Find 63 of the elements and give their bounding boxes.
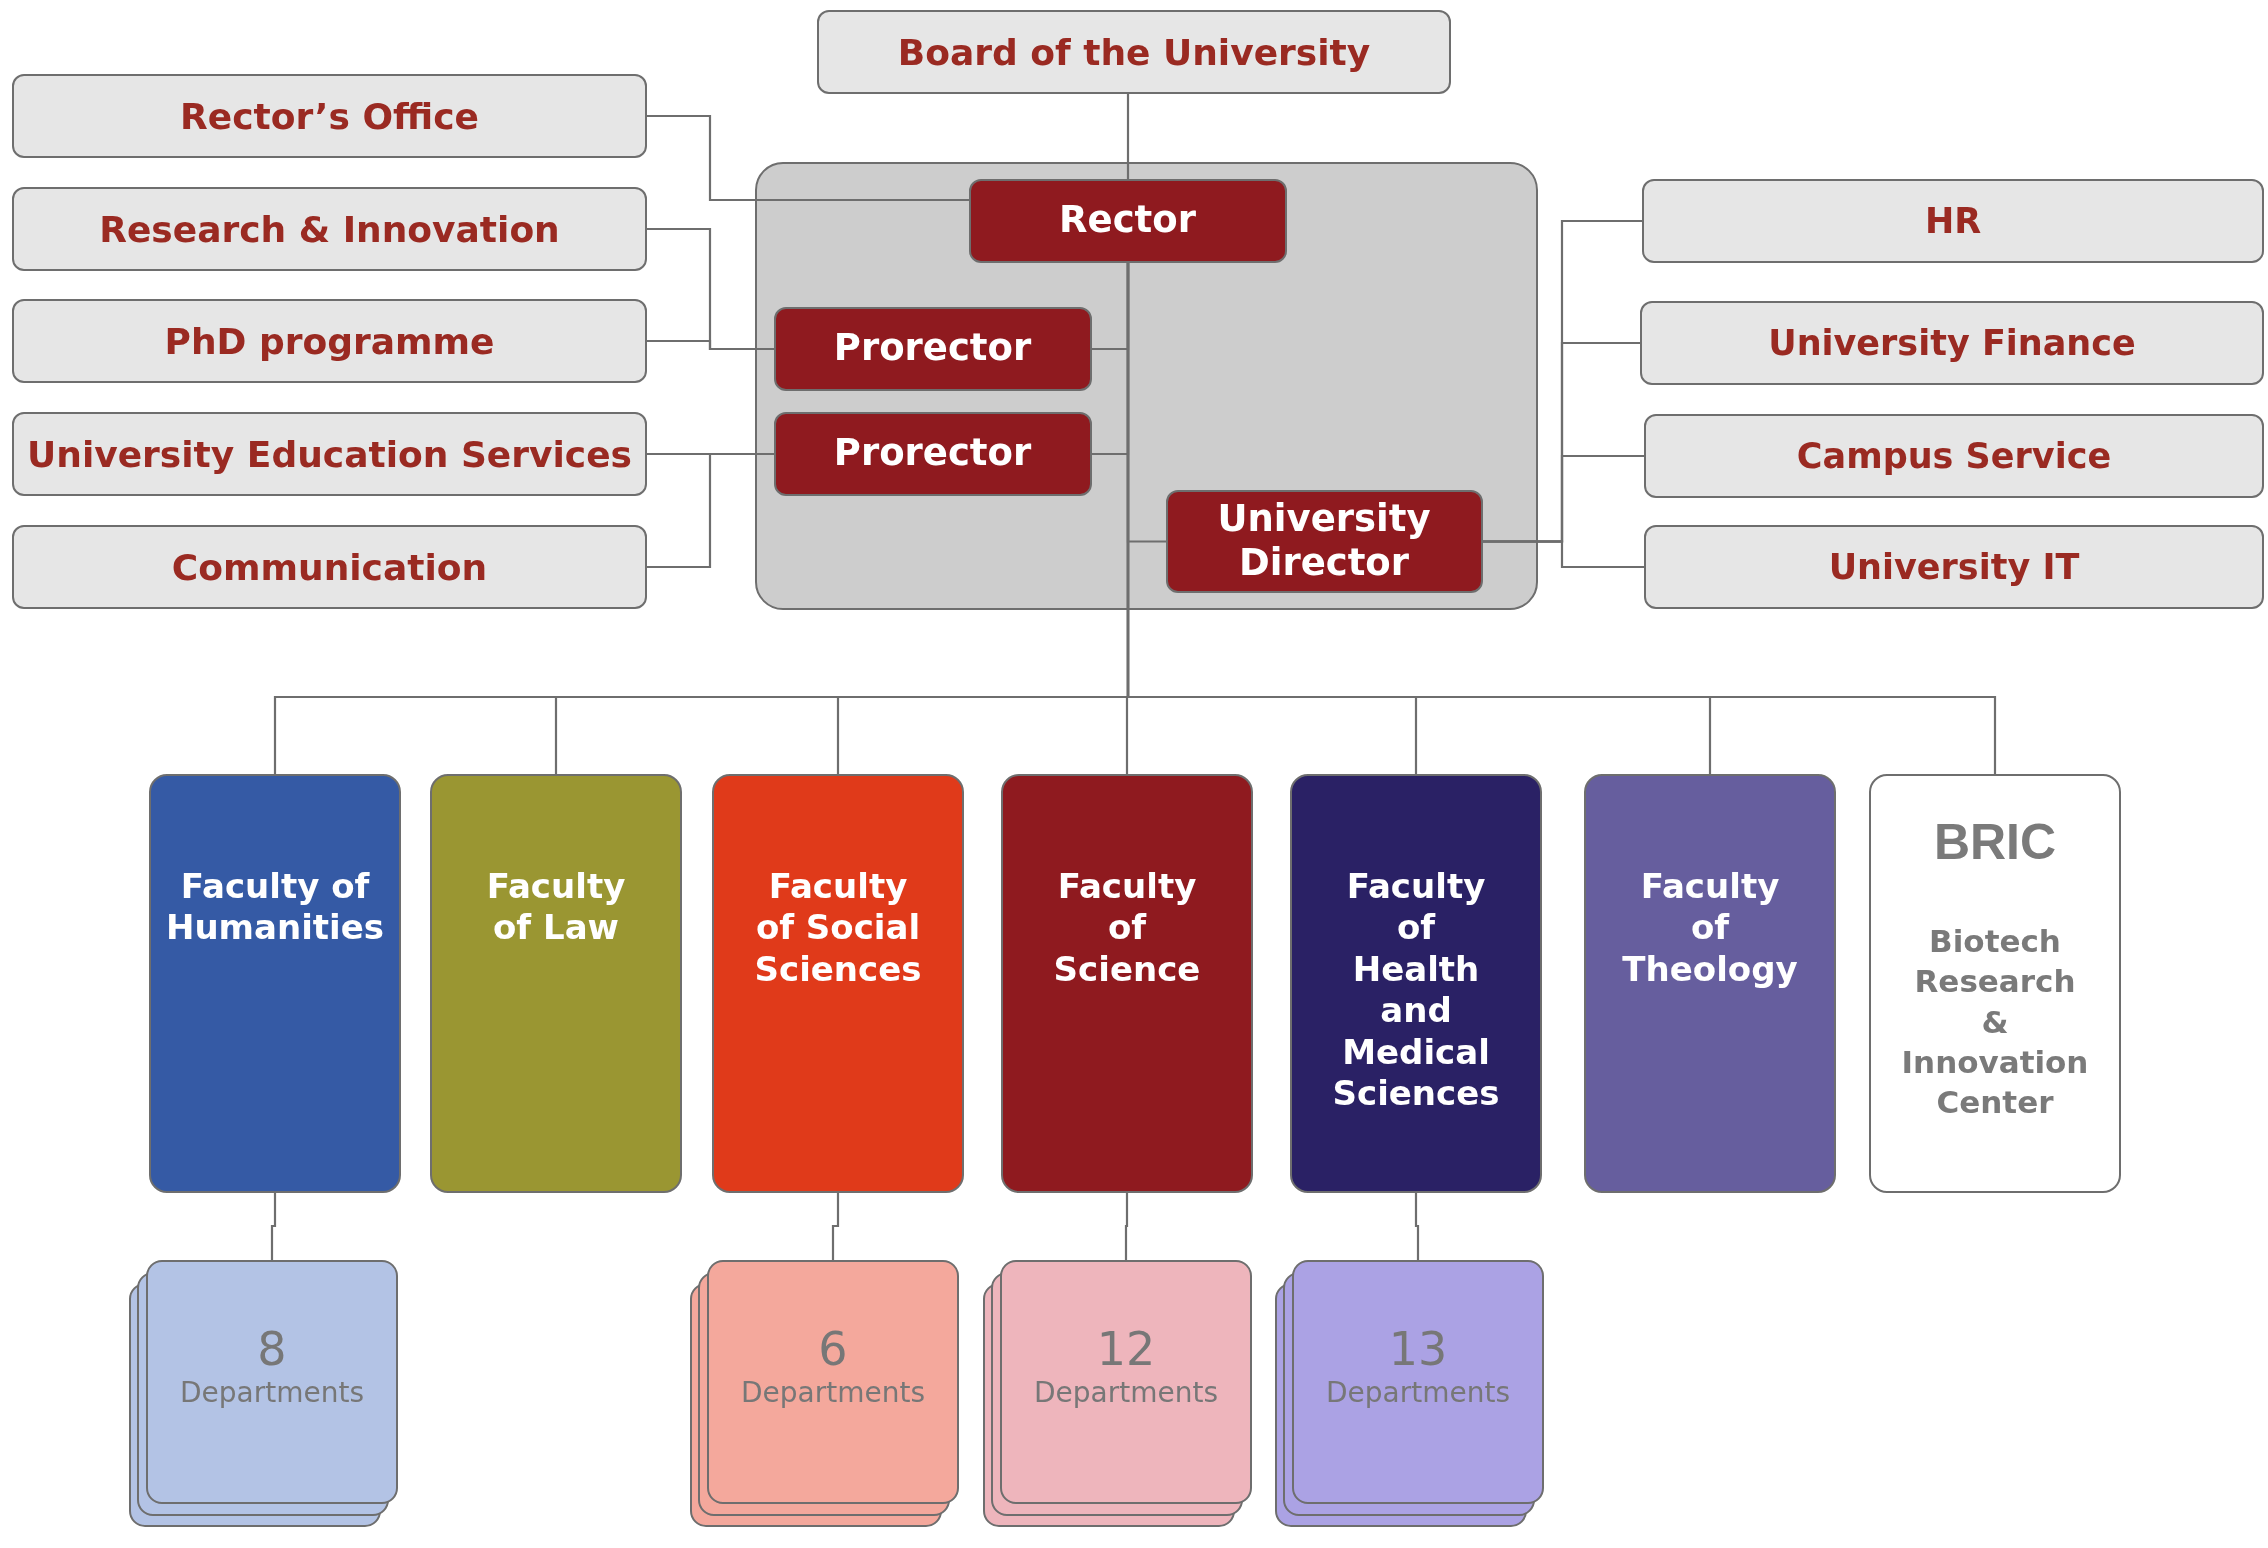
role-box [968,178,1287,263]
connector-line [1126,94,1130,179]
office-box [12,74,647,158]
faculty-box [1584,774,1836,1193]
faculty-box [1290,774,1542,1193]
faculty-name: Faculty of Law [486,866,626,949]
role-box [773,411,1092,496]
unit-name: Communication [171,546,488,588]
department-label: Departments [1326,1376,1510,1409]
unit-name: University Finance [1768,323,2136,363]
department-count: 8 [257,1322,287,1376]
connector-line [831,1193,840,1260]
faculty-name: Faculty of Health and Medical Sciences [1332,866,1500,1115]
unit-name: University IT [1828,547,2080,587]
role-name: Prorector [833,431,1032,476]
unit-name: PhD programme [164,320,495,362]
office-box [12,525,647,609]
connector-line [270,1193,277,1260]
department-count: 6 [818,1322,848,1376]
unit-name: HR [1924,201,1982,241]
department-label: Departments [741,1376,925,1409]
center-box [1869,774,2121,1193]
connector-line [1124,1193,1129,1260]
department-count: 13 [1388,1322,1448,1376]
unit-name: Research & Innovation [99,208,560,250]
office-box [12,187,647,271]
office-box [12,412,647,496]
unit-name: University Education Services [27,433,632,475]
role-name: Prorector [833,326,1032,371]
office-box [1644,525,2264,609]
department-card [1000,1260,1252,1504]
department-card [707,1260,959,1504]
leadership-panel [755,162,1538,610]
office-box [12,299,647,383]
connector-line [647,114,969,202]
office-box [1642,179,2264,263]
faculty-name: Faculty of Theology [1622,866,1798,991]
faculty-name: Faculty of Humanities [165,866,385,949]
unit-name: Campus Service [1796,436,2112,476]
office-box [1644,414,2264,498]
department-label: Departments [180,1376,364,1409]
connector-line [1414,1193,1420,1260]
center-name: Biotech Research & Innovation Center [1900,922,2090,1123]
faculty-box [1001,774,1253,1193]
unit-name: Rector’s Office [180,95,479,137]
faculty-name: Faculty of Social Sciences [754,866,922,991]
connector-line [1483,540,1644,569]
unit-name: Board of the University [897,31,1371,73]
department-label: Departments [1034,1376,1218,1409]
role-box [773,306,1092,391]
office-box [817,10,1451,94]
department-card [1292,1260,1544,1504]
department-card [146,1260,398,1504]
office-box [1640,301,2264,385]
role-name: University Director [1216,496,1432,586]
role-name: Rector [1059,198,1196,243]
faculty-name: Faculty of Science [1053,866,1201,991]
faculty-box [430,774,682,1193]
role-box [1165,489,1483,593]
center-acronym: BRIC [1933,813,2057,872]
faculty-box [712,774,964,1193]
department-count: 12 [1096,1322,1156,1376]
faculty-box [149,774,401,1193]
